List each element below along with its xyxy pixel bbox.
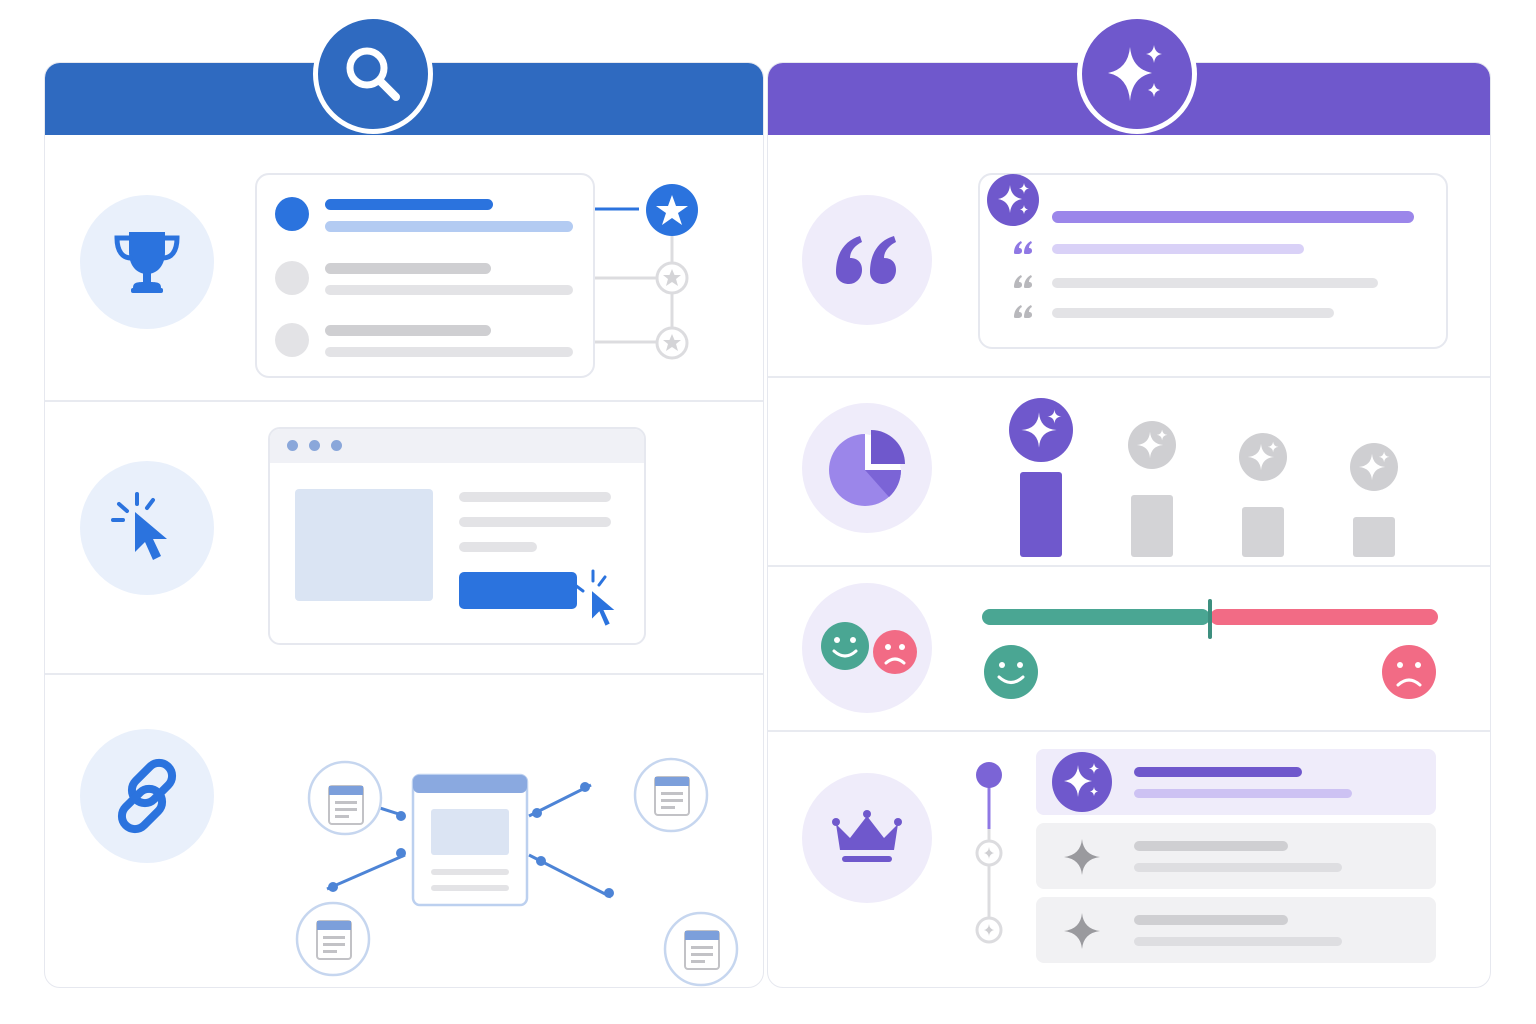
cursor-click-icon	[573, 569, 620, 629]
ranking-bar-3	[1242, 507, 1284, 557]
quote-icon	[1014, 305, 1032, 318]
quote-line	[1052, 244, 1304, 254]
document-node	[307, 760, 383, 836]
quote-icon	[1014, 275, 1032, 288]
quote-line	[1052, 308, 1334, 318]
list-item-title	[325, 325, 491, 336]
sentiment-circle	[802, 583, 932, 713]
ranked-item-subtitle	[1134, 937, 1342, 946]
link-icon	[117, 758, 177, 834]
quote-icon	[836, 236, 896, 284]
list-item-title	[325, 263, 491, 274]
list-item-marker	[275, 261, 309, 295]
ranking-bar-4	[1353, 517, 1395, 557]
ranked-item-title	[1134, 915, 1288, 925]
sentiment-scale	[982, 599, 1438, 699]
trophy-circle	[80, 195, 214, 329]
window-dot	[287, 440, 298, 451]
sparkle-icon	[1108, 45, 1162, 101]
list-item-subtitle	[325, 347, 573, 357]
document-node	[633, 757, 709, 833]
sparkle-badge	[1077, 14, 1197, 134]
quote-icon	[1014, 241, 1032, 254]
cursor-circle	[80, 461, 214, 595]
left-panel	[44, 62, 764, 988]
quote-line	[1052, 278, 1378, 288]
crown-circle	[802, 773, 932, 903]
sparkle-icon-muted	[1350, 443, 1398, 491]
action-button[interactable]	[459, 572, 577, 609]
list-item-subtitle	[325, 285, 573, 295]
sparkle-icon	[987, 174, 1039, 226]
link-circle	[80, 729, 214, 863]
ranked-list-card	[255, 173, 595, 378]
list-item-title	[325, 199, 493, 210]
crown-icon	[832, 810, 902, 862]
window-dot	[309, 440, 320, 451]
sparkle-icon	[1064, 913, 1100, 949]
ranked-item	[1036, 823, 1436, 889]
document-node	[295, 901, 371, 977]
sparkle-icon-muted	[1239, 433, 1287, 481]
star-icon	[655, 326, 689, 360]
sparkle-icon-muted	[1128, 421, 1176, 469]
row-divider	[768, 730, 1490, 732]
row-divider	[768, 565, 1490, 567]
search-icon	[346, 47, 400, 101]
ranked-item-subtitle	[1134, 789, 1352, 798]
list-item-marker-active	[275, 197, 309, 231]
text-line	[459, 492, 611, 502]
window-dot	[331, 440, 342, 451]
row-divider	[768, 376, 1490, 378]
browser-window	[268, 427, 646, 645]
text-line	[459, 542, 537, 552]
quote-circle	[802, 195, 932, 325]
quote-line	[1052, 211, 1414, 223]
trophy-icon	[114, 232, 180, 293]
negative-face-icon	[1382, 645, 1436, 699]
quoted-list-card	[978, 173, 1448, 349]
text-line	[459, 517, 611, 527]
ranking-bar-1	[1020, 472, 1062, 557]
linked-documents-network	[295, 757, 739, 987]
search-badge	[313, 14, 433, 134]
list-item-subtitle	[325, 221, 573, 232]
ranking-chart	[1009, 398, 1398, 557]
pie-chart-icon	[829, 430, 905, 506]
sparkle-icon	[1009, 398, 1073, 462]
browser-titlebar	[270, 429, 644, 463]
positive-face-icon	[984, 645, 1038, 699]
document-node	[663, 911, 739, 987]
ranked-item-title	[1134, 767, 1302, 777]
sparkle-icon	[1064, 839, 1100, 875]
ranked-item-title	[1134, 841, 1288, 851]
row-divider	[45, 400, 763, 402]
pie-circle	[802, 403, 932, 533]
image-placeholder	[295, 489, 433, 601]
sparkle-icon	[1052, 752, 1112, 812]
ranking-bar-2	[1131, 495, 1173, 557]
star-icon	[655, 261, 689, 295]
star-icon	[646, 184, 698, 236]
ranked-item-subtitle	[1134, 863, 1342, 872]
list-item-marker	[275, 323, 309, 357]
sentiment-icon	[821, 622, 917, 674]
row-divider	[45, 673, 763, 675]
right-panel	[767, 62, 1491, 988]
cursor-click-icon	[111, 492, 167, 560]
rank-timeline	[975, 762, 1003, 944]
ranked-item	[1036, 897, 1436, 963]
